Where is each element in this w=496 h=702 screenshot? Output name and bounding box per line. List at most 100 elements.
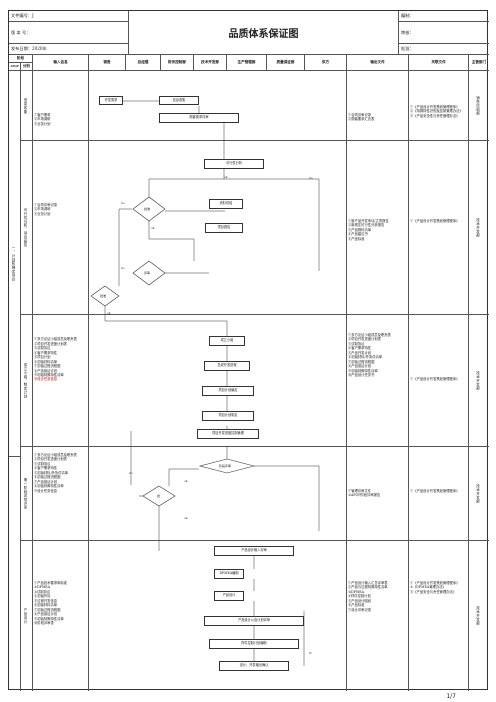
row1-dept: 销售控制部 bbox=[469, 71, 489, 141]
flow-approve: 批准 bbox=[144, 207, 151, 211]
row4-flow-area bbox=[89, 447, 347, 541]
col-stage-label: 阶段 bbox=[16, 56, 25, 61]
col-input: 输入信息 bbox=[33, 55, 89, 71]
apqp-stage-2 bbox=[9, 457, 21, 691]
flow-dfmea: DFMEA编制 bbox=[214, 569, 244, 579]
row4-inputs: ①多方论证小组成员及职责表 ②项目开发进度计划表 ③试制协议 ④客户需求特性 ⑤… bbox=[33, 447, 89, 541]
row4-dept: 技术开发部 bbox=[469, 447, 489, 541]
row3-dept-label: 技术开发部 bbox=[476, 370, 481, 391]
release-date: 发布日期：2020年 bbox=[9, 44, 129, 55]
col-sales: 销售 bbox=[89, 55, 126, 71]
col-quality-label: 质量保证部 bbox=[276, 60, 295, 65]
flow-material-supply: 资料供给 bbox=[209, 199, 243, 209]
col-tech-label: 技术开发部 bbox=[201, 60, 219, 65]
flow-label-ok-5: ok bbox=[184, 516, 188, 520]
row5-related: ①《产品设计开发策划管理程序》 ②《DFMEA管理办法》 ③《产品安全与责任管理… bbox=[409, 541, 469, 691]
col-gm-label: 总经理 bbox=[137, 60, 149, 65]
col-input-label: 输入信息 bbox=[53, 60, 68, 65]
row1-flow-area bbox=[89, 71, 347, 141]
page-number: 1/7 bbox=[446, 693, 456, 700]
col-supplier-label: 供方 bbox=[321, 60, 330, 65]
flow-label-no-1: no bbox=[121, 201, 125, 205]
flow-design-review: 产品设计以及计划评审 bbox=[204, 616, 304, 626]
col-dept-label: 主管部门 bbox=[471, 60, 487, 65]
reviewed-by: 审核： bbox=[399, 22, 489, 44]
row4-phase-label: 第一阶段总结评审 bbox=[24, 477, 28, 510]
col-related-label: 关联文件 bbox=[431, 60, 446, 65]
flow-label-ok-3: ok bbox=[107, 311, 111, 315]
flow-plan-prep: 项目计划制定 bbox=[202, 411, 254, 421]
col-supplier: 供方 bbox=[305, 55, 347, 71]
row3-dept: 技术开发部 bbox=[469, 315, 489, 447]
flow-design-output: 设计、开发输出确认 bbox=[219, 661, 289, 671]
row1-phase: 信息收集 bbox=[21, 71, 33, 141]
flow-project-progress: 项目开发进度控制管理 bbox=[197, 429, 259, 439]
col-stage: 阶段 bbox=[9, 55, 33, 63]
col-apqp-label: APQP bbox=[10, 64, 19, 68]
row3-related: ①《产品设计开发策划管理程序》 bbox=[409, 315, 469, 447]
row1-related: ①《产品设计开发策划管理程序》 ②《特殊特性识别及控制管理办法》 ③《产品安全性… bbox=[409, 71, 469, 141]
row1-inputs: ①客户需求 ②市场调研 ③业务计划 bbox=[33, 71, 89, 141]
row3-outputs: ①多方论证小组成员及职责表 ②项目开发进度计划表 ③试制协议 ④客户需求特性 ⑤… bbox=[347, 315, 409, 447]
flow-product-design: 产品设计 bbox=[214, 591, 244, 601]
flow-approve3: 批 bbox=[157, 494, 161, 498]
flow-label-ok-2: ok bbox=[224, 175, 228, 179]
flow-label-no-3: no bbox=[121, 266, 125, 270]
version-number: 版 本 号： bbox=[9, 22, 129, 44]
flow-info-collect: 信息收集 bbox=[159, 96, 199, 105]
row5-inputs: ①产品技术要求和标准 ②DFMEA ③试制协议 ④初始外协 ⑤过程开发信息 ⑥初… bbox=[33, 541, 89, 691]
col-output: 输出文件 bbox=[347, 55, 409, 71]
apqp-stage-1-label: 一、计划和确定项目 bbox=[12, 245, 16, 282]
col-output-label: 输出文件 bbox=[370, 60, 385, 65]
flow-stage-review: 阶段评审 bbox=[219, 464, 232, 468]
row3-phase: 成立小组，制定计划 bbox=[21, 315, 33, 447]
row4-phase: 第一阶段总结评审 bbox=[21, 447, 33, 541]
row3-flow-area bbox=[89, 315, 347, 447]
row5-dept: 技术开发部 bbox=[469, 541, 489, 691]
col-sub: 分阶 bbox=[21, 63, 33, 71]
row4-outputs: ①管理评审文件 ②APQP阶段评审报告 bbox=[347, 447, 409, 541]
row5-phase-label: 产品设计 bbox=[24, 608, 28, 624]
document-page: 文件编号：J 版 本 号： 发布日期：2020年 品质体系保证图 编制： 审核：… bbox=[8, 10, 489, 691]
flow-label-no-2: no bbox=[309, 176, 313, 180]
row3-phase-label: 成立小组，制定计划 bbox=[24, 362, 28, 399]
flow-label-n: N bbox=[309, 651, 312, 655]
row2-inputs: ①合同评审记录 ②市场调研 ③业务计划 bbox=[33, 141, 89, 315]
row2-phase-label: 可行性分析，项目报告 bbox=[24, 208, 28, 247]
flow-dev-request: 开发需求 bbox=[99, 96, 123, 105]
flow-compile-plan: 总成开发进程 bbox=[204, 361, 250, 371]
col-apqp: APQP bbox=[9, 63, 21, 71]
flow-design-input: 产品设计输入评审 bbox=[214, 546, 294, 556]
flow-project-report: 项目报告 bbox=[205, 223, 243, 233]
row3-inputs: ①多方论证小组成员及职责表 ②项目开发进度计划表 ③试制协议 ④客户需求特性 ⑤… bbox=[33, 315, 89, 447]
row5-flow-area bbox=[89, 541, 347, 691]
row4-dept-label: 技术开发部 bbox=[476, 483, 481, 504]
col-quality: 质量保证部 bbox=[267, 55, 305, 71]
flowchart-connectors bbox=[90, 100, 320, 666]
col-sales-label: 销售 bbox=[103, 60, 111, 65]
col-finance-label: 财务控制部 bbox=[168, 60, 186, 65]
col-finance: 财务控制部 bbox=[161, 55, 194, 71]
doc-number: 文件编号：J bbox=[9, 11, 129, 22]
row1-outputs: ①合同评审记录 ②顾客要求汇总表 bbox=[347, 71, 409, 141]
row5-outputs: ①产品设计输入汇总评审表 ②产品与过程特殊特性清单 ③DFMEA ④样件控制计划… bbox=[347, 541, 409, 691]
page-title: 品质体系保证图 bbox=[129, 11, 399, 55]
row3-inputs-list: ①多方论证小组成员及职责表 ②项目开发进度计划表 ③试制协议 ④客户需求特性 ⑤… bbox=[34, 337, 77, 377]
flow-form-team: 成立小组 bbox=[209, 336, 245, 346]
col-gm: 总经理 bbox=[126, 55, 161, 71]
flow-sample-control: 样件控制计划编制 bbox=[209, 639, 299, 649]
row5-phase: 产品设计 bbox=[21, 541, 33, 691]
apqp-stage-1: 一、计划和确定项目 bbox=[9, 71, 21, 457]
flow-review: 评审 bbox=[144, 271, 151, 275]
row2-outputs: ①新产品开发申请/立项报告 ②新规定可行性分析报告 ③产品物料清单 ④产品建议书… bbox=[347, 141, 409, 315]
row2-phase: 可行性分析，项目报告 bbox=[21, 141, 33, 315]
row1-dept-label: 销售控制部 bbox=[476, 95, 481, 116]
row2-related: ①《产品设计开发策划管理程序》 bbox=[409, 141, 469, 315]
col-dept: 主管部门 bbox=[469, 55, 489, 71]
col-tech: 技术开发部 bbox=[194, 55, 227, 71]
row3-input-note: ⑩设计任务信息 bbox=[34, 377, 58, 382]
row2-dept-label: 技术开发部 bbox=[476, 217, 481, 238]
row1-phase-label: 信息收集 bbox=[24, 97, 28, 114]
col-prod-label: 生产管理部 bbox=[237, 60, 256, 65]
flow-label-ok-4: ok bbox=[184, 479, 188, 483]
